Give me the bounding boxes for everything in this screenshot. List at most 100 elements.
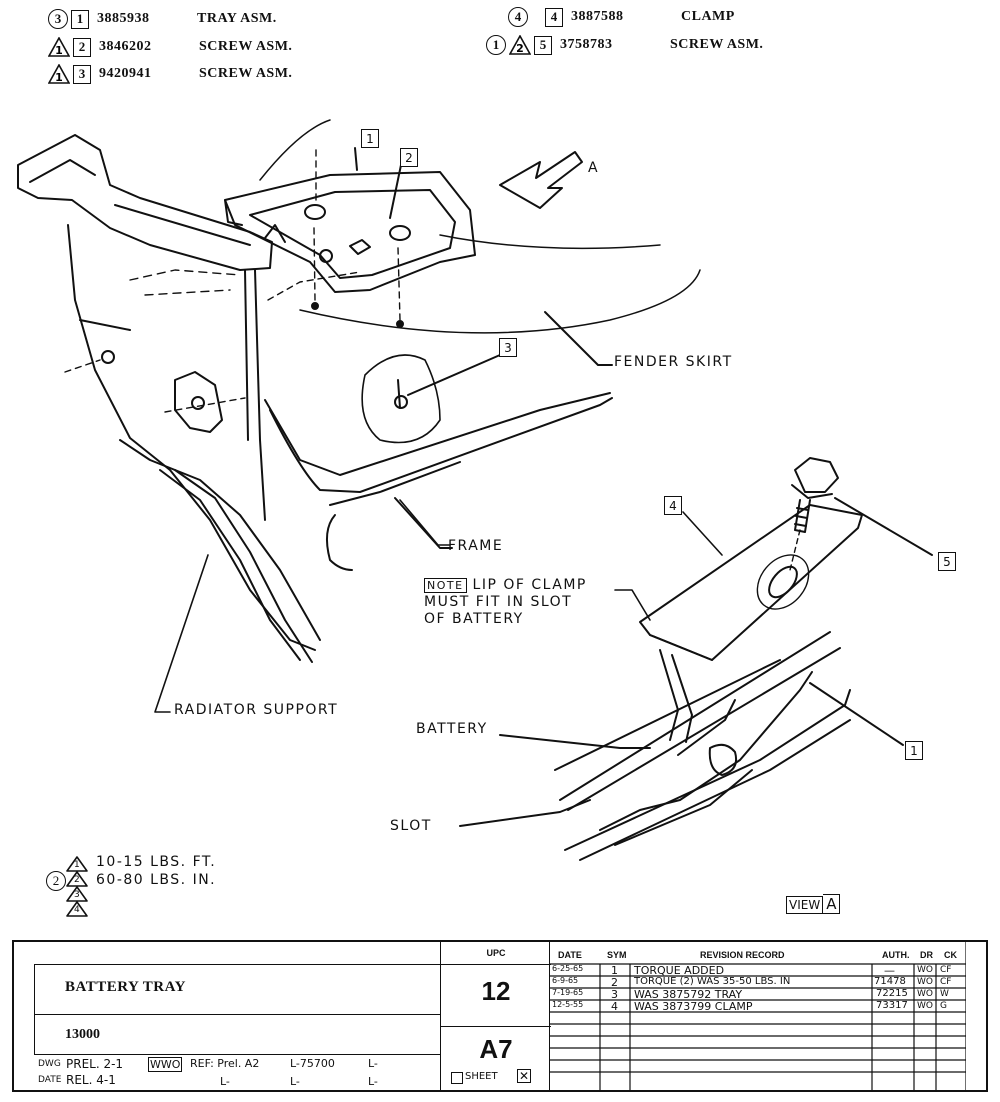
part-description: SCREW ASM. [199, 66, 293, 81]
svg-text:1: 1 [55, 44, 63, 57]
svg-text:1: 1 [55, 71, 63, 84]
upc-column: UPC 12 A7 SHEET ✕ [440, 942, 551, 1092]
frame [264, 392, 613, 571]
rev-ck: W [940, 989, 949, 999]
radiator-support-leader [154, 554, 209, 713]
qty-circle: 4 [508, 7, 528, 27]
rev-date: 12-5-55 [552, 1000, 584, 1009]
view-a-tag: VIEW A [786, 894, 841, 914]
torque-triangle-number: 3 [74, 890, 80, 900]
torque-triangle-number: 1 [74, 860, 80, 870]
torque-spec: 60-80 LBS. IN. [96, 872, 217, 888]
note-triangle-icon: 1 [48, 64, 70, 84]
note-line: MUST FIT IN SLOT [424, 594, 573, 610]
ref-blank: L- [290, 1075, 300, 1088]
callout-item-5: 5 [938, 552, 956, 571]
drawing-title: BATTERY TRAY [65, 979, 186, 995]
hex-screw [789, 457, 933, 571]
date-label: DATE [38, 1075, 62, 1085]
rev-auth: 72215 [876, 988, 908, 999]
part-description: SCREW ASM. [670, 37, 764, 52]
battery-tray [224, 147, 476, 328]
parts-list-row: 1 2 5 3758783 SCREW ASM. [486, 33, 763, 57]
ref-blank: L- [368, 1075, 378, 1088]
rev-auth: 73317 [876, 1000, 908, 1011]
callout-item-2: 2 [400, 148, 418, 167]
sheet-checkbox [451, 1072, 463, 1084]
item-number-box: 2 [73, 37, 91, 57]
group-number: 13000 [65, 1027, 100, 1042]
rev-date: 6-25-65 [552, 964, 584, 973]
ref-number: L-75700 [290, 1057, 335, 1070]
sheet-label: SHEET [465, 1071, 498, 1082]
part-number: 3887588 [571, 9, 624, 24]
ref-blank: L- [220, 1075, 230, 1088]
part-description: CLAMP [681, 9, 735, 24]
dwg-label: DWG [38, 1059, 61, 1069]
clamp [639, 504, 863, 743]
parts-list-row: 1 3 9420941 SCREW ASM. [48, 62, 292, 86]
sheet-code: A7 [479, 1034, 513, 1064]
part-description: SCREW ASM. [199, 39, 293, 54]
part-number: 9420941 [99, 66, 152, 81]
upc-number: 12 [481, 976, 511, 1006]
battery-label: BATTERY [416, 721, 488, 737]
radiator-support-label: RADIATOR SUPPORT [174, 702, 339, 718]
part-number: 3758783 [560, 37, 613, 52]
callout-item-1: 1 [361, 129, 379, 148]
view-arrow-label: A [588, 160, 598, 176]
release-cell: DWG DATE PREL. 2-1 REL. 4-1 WWO REF: Pre… [34, 1054, 440, 1092]
note-triangle-icon: 2 [509, 35, 531, 55]
rev-dr: WO [917, 977, 933, 987]
note-line: OF BATTERY [424, 611, 524, 627]
initials: WWO [148, 1057, 183, 1072]
radiator-support-bracket [17, 134, 361, 663]
parts-list-row: 4 4 3887588 CLAMP [508, 5, 735, 29]
rev-auth: — [884, 964, 895, 977]
rev-header-sym: SYM [607, 950, 627, 960]
revision-grid [550, 942, 966, 1092]
title-cell: BATTERY TRAY [34, 964, 440, 1014]
rev-ck: CF [940, 965, 952, 975]
torque-spec: 10-15 LBS. FT. [96, 854, 217, 870]
part-description: TRAY ASM. [197, 11, 277, 26]
item-number-box: 5 [534, 35, 552, 55]
rev-header-auth: AUTH. [882, 950, 910, 960]
prel-date: PREL. 2-1 [66, 1057, 124, 1071]
rev-header-ck: CK [944, 950, 957, 960]
frame-label: FRAME [448, 538, 504, 554]
screw-plate [361, 354, 501, 444]
rev-date: 6-9-65 [552, 976, 579, 985]
qty-circle: 1 [486, 35, 506, 55]
rev-header-record: REVISION RECORD [700, 950, 785, 960]
view-label: VIEW [786, 896, 824, 914]
view-letter: A [823, 894, 841, 914]
rev-record: TORQUE (2) WAS 35-50 LBS. IN [634, 976, 791, 987]
clamp-leader [682, 511, 723, 556]
rel-date: REL. 4-1 [66, 1073, 116, 1087]
title-block: BATTERY TRAY 13000 DWG DATE PREL. 2-1 RE… [12, 940, 988, 1092]
torque-note-triangles [66, 856, 88, 917]
battery-and-tray-edge [459, 631, 904, 861]
upc-header: UPC [486, 948, 506, 958]
rev-dr: WO [917, 1001, 933, 1011]
qty-circle: 2 [46, 871, 66, 891]
view-arrow-icon [499, 151, 583, 209]
torque-triangle-number: 2 [74, 875, 80, 885]
rev-auth: 71478 [874, 976, 906, 987]
callout-item-4: 4 [664, 496, 682, 515]
note-leader [614, 589, 651, 621]
rev-record: TORQUE ADDED [634, 964, 725, 977]
rev-dr: WO [917, 965, 933, 975]
rev-ck: G [940, 1001, 947, 1011]
callout-item-1-detail: 1 [905, 741, 923, 760]
part-number: 3846202 [99, 39, 152, 54]
clamp-note: NOTE LIP OF CLAMP MUST FIT IN SLOT OF BA… [424, 577, 587, 628]
qty-circle: 3 [48, 9, 68, 29]
rev-sym: 2 [611, 976, 618, 989]
rev-sym: 4 [611, 1000, 618, 1013]
parts-list-row: 3 1 3885938 TRAY ASM. [48, 7, 277, 31]
rev-date: 7-19-65 [552, 988, 584, 997]
frame-leader [399, 499, 451, 546]
part-number: 3885938 [97, 11, 150, 26]
